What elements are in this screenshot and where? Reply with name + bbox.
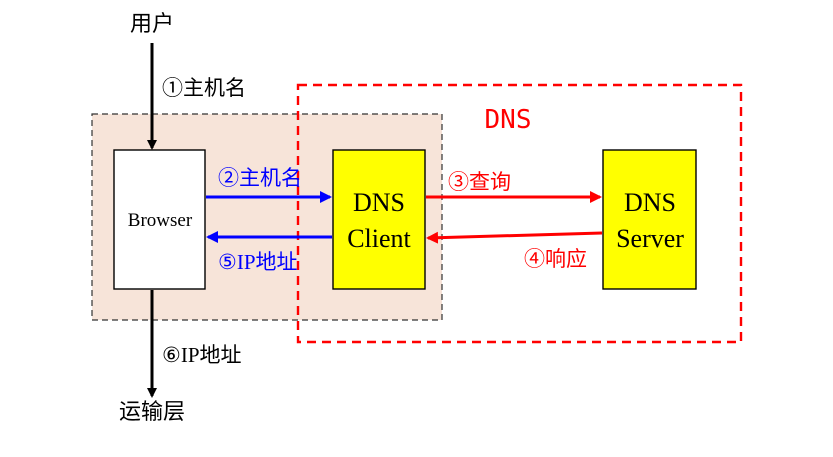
browser-box — [113, 149, 206, 290]
step4-label: ④响应 — [524, 247, 587, 271]
browser-label: Browser — [128, 210, 193, 231]
dns-region — [296, 83, 743, 344]
dns-server-box — [602, 149, 697, 290]
user-label: 用户 — [130, 11, 174, 36]
dns-client-label-line1: DNS — [353, 188, 405, 217]
step2-label: ②主机名 — [218, 166, 302, 190]
step6-label: ⑥IP地址 — [162, 343, 242, 367]
step4-arrow — [426, 231, 603, 244]
transport-layer-label: 运输层 — [119, 399, 185, 424]
dns-server-label-line1: DNS — [624, 188, 676, 217]
step1-label: ①主机名 — [162, 76, 246, 100]
step3-label: ③查询 — [448, 170, 511, 194]
step5-label: ⑤IP地址 — [218, 250, 298, 274]
dns-region-label: DNS — [485, 105, 532, 135]
dns-server-label-line2: Server — [616, 224, 684, 253]
dns-client-box — [332, 149, 426, 290]
dns-client-label-line2: Client — [347, 224, 411, 253]
